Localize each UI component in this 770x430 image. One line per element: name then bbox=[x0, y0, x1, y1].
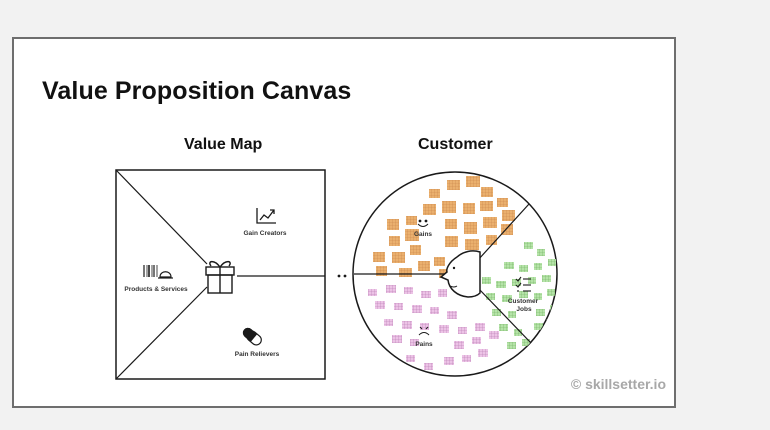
customer-divider-bottom bbox=[477, 287, 532, 344]
value-map-divider-bottom bbox=[115, 286, 208, 380]
watermark: © skillsetter.io bbox=[570, 376, 666, 392]
value-map: Gain Creators Products & Services bbox=[115, 169, 326, 380]
customer-profile: Gains Pains Customer Jobs bbox=[352, 171, 558, 377]
gain-creators-label: Gain Creators bbox=[244, 230, 287, 237]
gains-label: Gains bbox=[414, 231, 432, 238]
pain-relievers-label: Pain Relievers bbox=[235, 351, 280, 358]
pains-label: Pains bbox=[415, 341, 433, 348]
jobs-sticky-notes bbox=[482, 242, 557, 349]
slide-canvas: Value Proposition Canvas Value Map Custo… bbox=[12, 37, 676, 408]
value-map-divider-top bbox=[115, 169, 208, 265]
barcode-cart-icon bbox=[143, 265, 173, 279]
value-map-title: Value Map bbox=[184, 136, 263, 153]
checklist-icon bbox=[515, 276, 531, 292]
gains-sticky-notes bbox=[373, 176, 515, 278]
pill-icon bbox=[242, 327, 262, 346]
customer-jobs-label-line1: Customer bbox=[508, 298, 539, 305]
page-title: Value Proposition Canvas bbox=[42, 77, 352, 105]
face-profile-icon bbox=[439, 250, 481, 298]
customer-jobs-label-line2: Jobs bbox=[516, 306, 532, 313]
products-services-label: Products & Services bbox=[124, 286, 188, 293]
frown-icon bbox=[418, 326, 430, 336]
trend-chart-icon bbox=[256, 208, 276, 224]
smile-icon bbox=[417, 219, 429, 227]
pains-sticky-notes bbox=[368, 285, 499, 370]
customer-title: Customer bbox=[418, 136, 493, 153]
gift-icon bbox=[205, 260, 235, 294]
connector bbox=[337, 274, 347, 278]
customer-divider-top bbox=[477, 203, 530, 261]
value-proposition-diagram: Gain Creators Products & Services bbox=[115, 169, 558, 380]
